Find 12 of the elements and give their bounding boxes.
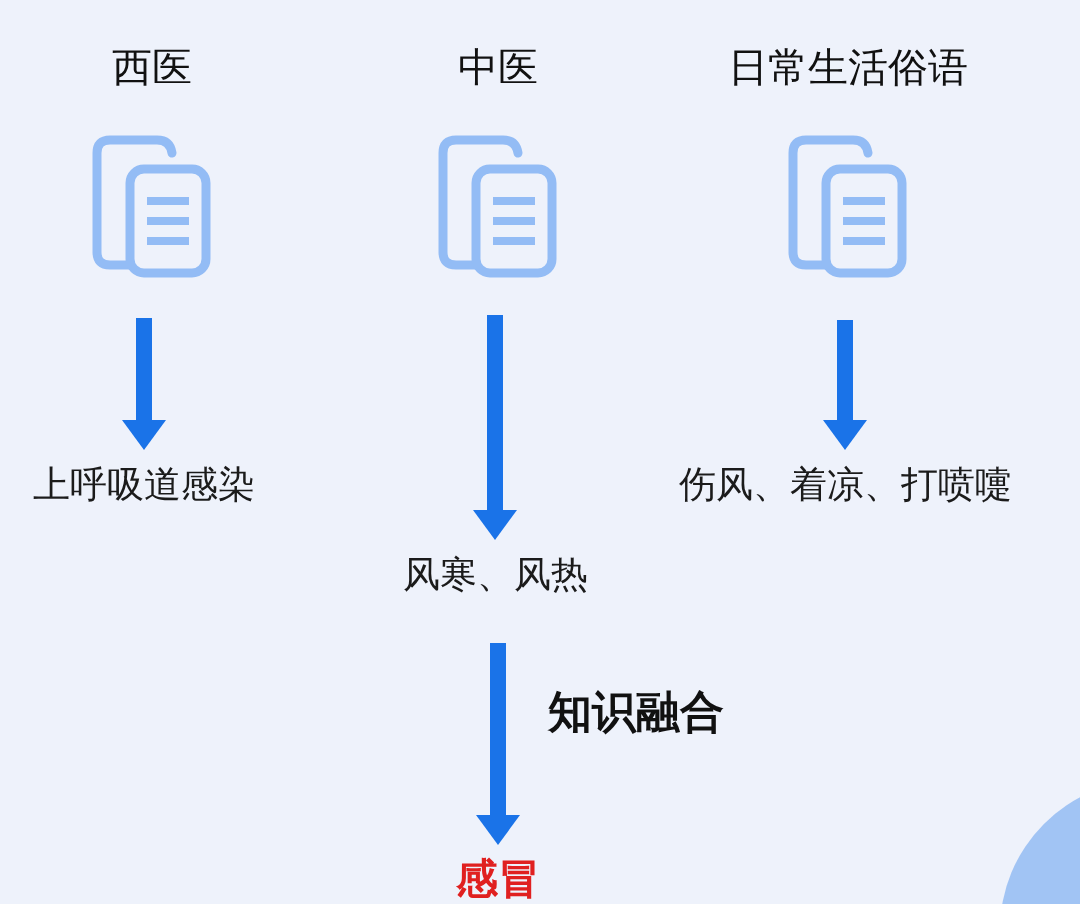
result-term: 感冒 [456,855,540,903]
term-text: 上呼吸道感染 [33,464,255,506]
arrow [823,320,867,450]
arrow [122,318,166,450]
column-heading: 日常生活俗语 [728,45,968,89]
arrow [476,643,520,845]
term-text: 风寒、风热 [402,554,588,596]
term-text: 伤风、着凉、打喷嚏 [678,464,1012,506]
arrow [473,315,517,540]
edge-label: 知识融合 [548,688,724,737]
column-heading: 中医 [458,45,538,89]
column-heading: 西医 [112,45,192,89]
